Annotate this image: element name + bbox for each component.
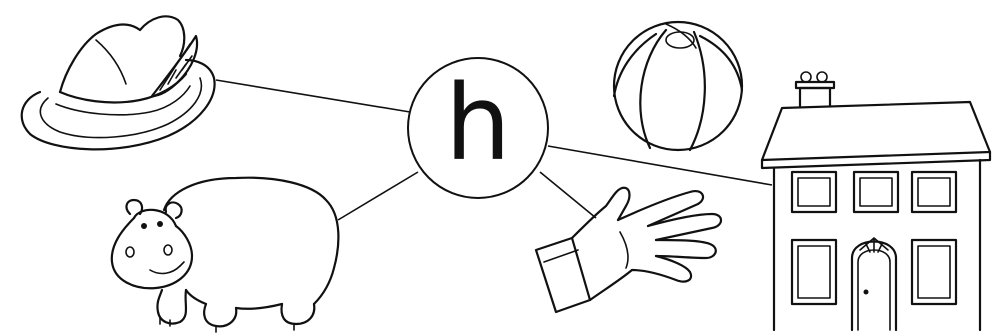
- center-letter: h: [412, 62, 544, 194]
- line-to-house: [548, 146, 772, 185]
- line-to-hippo: [338, 172, 418, 220]
- hippo-eye: [157, 221, 163, 227]
- hat-icon: [22, 16, 215, 149]
- ball-icon: [614, 22, 742, 150]
- house-icon: [762, 72, 990, 330]
- hand-icon: [536, 188, 721, 312]
- hippo-eye: [141, 223, 147, 229]
- line-to-hat: [216, 80, 410, 112]
- line-to-hand: [540, 172, 596, 218]
- hippo-icon: [112, 178, 339, 332]
